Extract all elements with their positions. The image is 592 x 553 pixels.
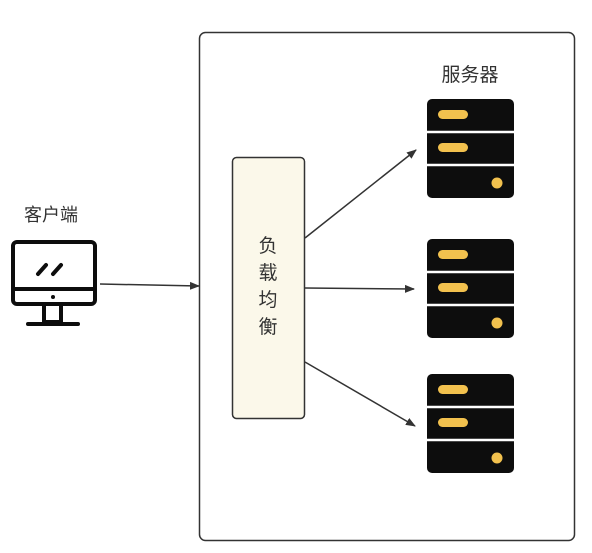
server-rack-icon <box>427 374 514 473</box>
desktop-monitor-icon <box>11 240 97 326</box>
lb-char-1: 负 <box>258 235 277 257</box>
lb-to-server-2-arrow <box>304 284 415 293</box>
lb-char-3: 均 <box>258 289 277 311</box>
client-to-lb-arrow <box>99 281 200 290</box>
client-label: 客户端 <box>24 205 78 226</box>
server-rack-icon <box>427 99 514 198</box>
lb-to-server-1-arrow <box>304 149 417 239</box>
lb-to-server-3-arrow <box>304 361 416 427</box>
load-balancer: 负 载 均 衡 <box>231 156 306 420</box>
lb-char-2: 载 <box>258 262 277 284</box>
servers-label: 服务器 <box>441 64 498 86</box>
server-rack-icon <box>427 239 514 338</box>
lb-char-4: 衡 <box>258 316 277 338</box>
